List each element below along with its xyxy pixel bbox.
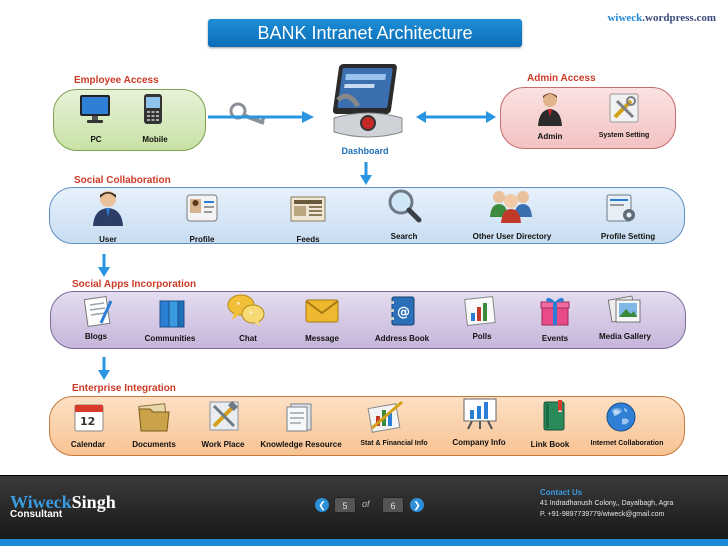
dashboard-label: Dashboard (341, 146, 389, 156)
site-url: wiweck.wordpress.com (607, 12, 716, 24)
arrow-employee-to-dashboard (208, 111, 314, 123)
contact-title: Contact Us (540, 488, 583, 497)
link-book-label: Link Book (530, 440, 570, 449)
communities-folders-icon (156, 296, 188, 330)
chat-bubbles-icon: "" (226, 292, 266, 328)
pager-of-text: of (362, 499, 370, 509)
polls-chart-icon (462, 294, 498, 328)
message-label: Message (305, 334, 339, 343)
calendar-icon: 12 (72, 400, 106, 434)
author-name: WiweckSingh (10, 492, 116, 513)
profile-card-icon (184, 192, 220, 224)
documents-label: Documents (132, 440, 176, 449)
link-book-icon (538, 398, 570, 434)
search-label: Search (390, 232, 418, 241)
footer-bar: WiweckSingh Consultant ❮ 5 of 6 ❯ Contac… (0, 475, 728, 546)
user-icon (90, 188, 126, 228)
events-label: Events (541, 334, 569, 343)
svg-text:12: 12 (80, 415, 95, 428)
address-book-label: Address Book (374, 334, 430, 343)
monitor-icon (78, 92, 112, 126)
employee-access-group (53, 89, 206, 151)
communities-label: Communities (144, 334, 196, 343)
admin-label: Admin (537, 132, 563, 141)
documents-folder-icon (136, 398, 172, 434)
social-collaboration-group (49, 187, 685, 244)
admin-person-icon (536, 90, 564, 128)
address-book-icon: @ (386, 294, 418, 328)
system-setting-icon (606, 90, 642, 126)
admin-access-group (500, 87, 676, 149)
stat-financial-label: Stat & Financial Info (360, 440, 428, 447)
dashboard-icon (328, 60, 408, 144)
user-group-icon (488, 186, 534, 224)
envelope-icon (304, 296, 340, 326)
svg-text:": " (249, 311, 253, 321)
social-apps-group (50, 291, 686, 349)
arrow-apps-down (98, 357, 110, 380)
mobile-phone-icon (141, 92, 165, 126)
knowledge-resource-icon (282, 400, 316, 434)
author-last-name: Singh (71, 492, 116, 512)
contact-address: 41 Indradhanush Colony,, Dayalbagh, Agra (540, 500, 674, 507)
profile-setting-icon (604, 192, 638, 224)
user-directory-label: Other User Directory (472, 232, 552, 241)
total-pages-number: 6 (382, 497, 404, 513)
work-place-label: Work Place (201, 440, 245, 449)
work-place-tools-icon (206, 398, 242, 434)
contact-phone-email: P. +91-9897739779/wiweck@gmail.com (540, 511, 665, 518)
admin-access-label: Admin Access (527, 73, 596, 84)
footer-accent-strip (0, 539, 728, 546)
blogs-label: Blogs (84, 332, 108, 341)
knowledge-resource-label: Knowledge Resource (260, 440, 342, 449)
newspaper-icon (288, 192, 328, 224)
company-info-label: Company Info (452, 438, 506, 447)
enterprise-integration-label: Enterprise Integration (72, 383, 176, 394)
internet-collaboration-label: Internet Collaboration (590, 440, 664, 447)
svg-text:": " (236, 301, 241, 312)
author-first-name: Wiweck (10, 492, 72, 512)
search-icon (384, 186, 424, 224)
calendar-label: Calendar (70, 440, 106, 449)
current-page-number: 5 (334, 497, 356, 513)
polls-label: Polls (472, 332, 492, 341)
next-slide-button[interactable]: ❯ (410, 498, 424, 512)
stat-financial-icon (366, 398, 406, 434)
site-brand: wiweck (607, 12, 643, 24)
previous-slide-button[interactable]: ❮ (315, 498, 329, 512)
mobile-label: Mobile (142, 135, 168, 144)
user-label: User (99, 235, 117, 244)
company-info-chart-icon (460, 396, 500, 430)
arrow-social-down (98, 254, 110, 277)
globe-icon (604, 400, 638, 434)
author-role: Consultant (10, 509, 63, 520)
social-apps-label: Social Apps Incorporation (72, 279, 197, 290)
gift-box-icon (538, 294, 572, 328)
arrow-dashboard-admin (416, 111, 496, 123)
profile-setting-label: Profile Setting (600, 232, 656, 241)
feeds-label: Feeds (296, 235, 320, 244)
svg-text:@: @ (397, 305, 410, 320)
employee-access-label: Employee Access (74, 75, 159, 86)
social-collaboration-label: Social Collaboration (74, 175, 171, 186)
blog-notepad-icon (82, 294, 114, 328)
profile-label: Profile (189, 235, 215, 244)
media-gallery-label: Media Gallery (598, 332, 652, 341)
arrow-dashboard-down (360, 162, 372, 185)
site-domain: .wordpress.com (642, 12, 716, 24)
pc-label: PC (90, 135, 102, 144)
page-title: BANK Intranet Architecture (208, 19, 522, 47)
media-gallery-icon (606, 292, 644, 328)
chat-label: Chat (239, 334, 257, 343)
system-setting-label: System Setting (598, 132, 650, 139)
